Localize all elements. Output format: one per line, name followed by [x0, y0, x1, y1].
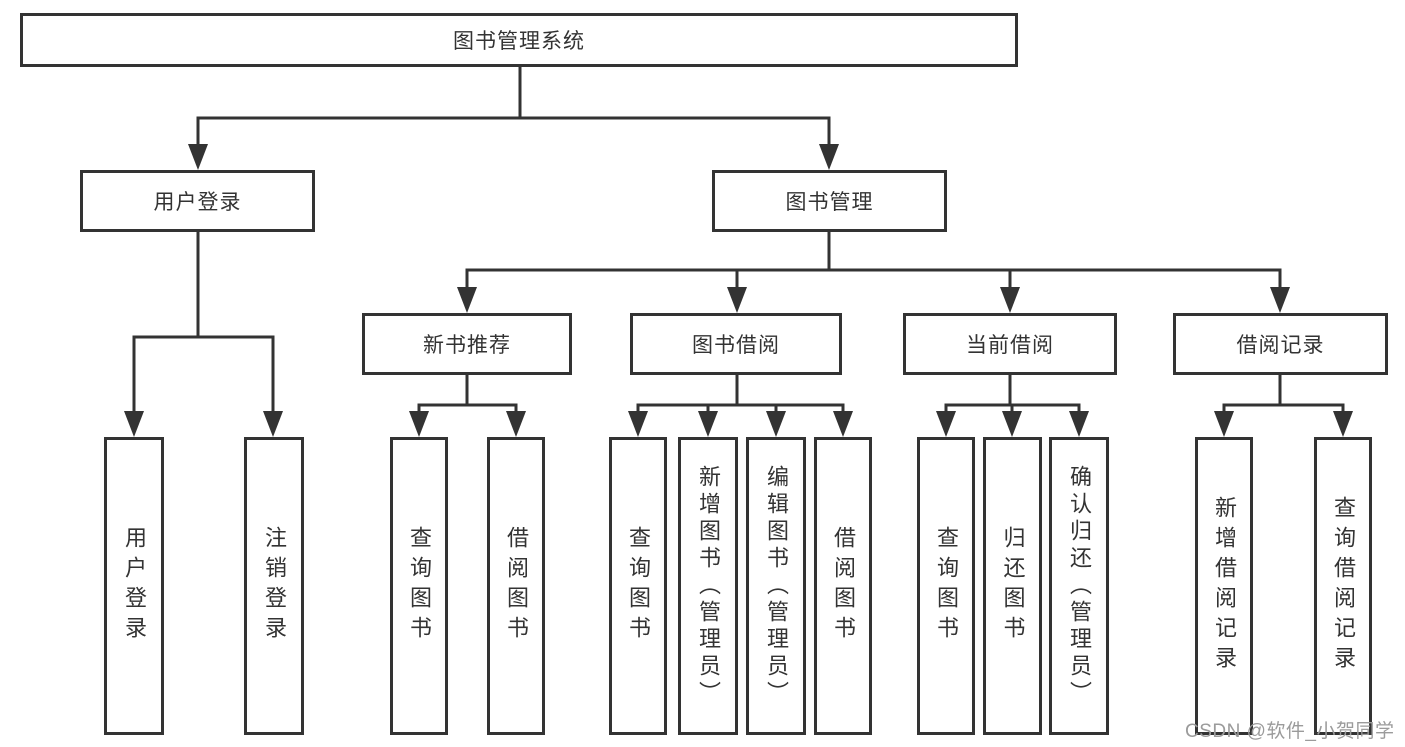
- leaf-logout: 注销登录: [244, 437, 304, 735]
- node-root-system: 图书管理系统: [20, 13, 1018, 67]
- connector-borrowing-records: [1222, 373, 1345, 415]
- leaf-query-books-borrowing: 查询图书: [609, 437, 667, 735]
- connector-new-book-recommend: [417, 373, 518, 415]
- leaf-borrow-books-recommend: 借阅图书: [487, 437, 545, 735]
- connector-book-borrowing: [636, 373, 845, 415]
- node-new-book-recommend: 新书推荐: [362, 313, 572, 375]
- leaf-borrow-books-borrowing: 借阅图书: [814, 437, 872, 735]
- leaf-return-books: 归还图书: [983, 437, 1042, 735]
- connector-current-borrowing: [944, 373, 1081, 415]
- watermark: CSDN @软件_小贺同学: [1185, 721, 1395, 742]
- connector-root: [196, 65, 831, 148]
- node-current-borrowing: 当前借阅: [903, 313, 1117, 375]
- node-user-login: 用户登录: [80, 170, 315, 232]
- leaf-user-login: 用户登录: [104, 437, 164, 735]
- connector-book-management: [465, 230, 1282, 291]
- node-book-management: 图书管理: [712, 170, 947, 232]
- leaf-query-books-recommend: 查询图书: [390, 437, 448, 735]
- connector-user-login: [132, 230, 275, 415]
- leaf-edit-books-admin: 编辑图书（管理员）: [746, 437, 806, 735]
- leaf-query-books-current: 查询图书: [917, 437, 975, 735]
- leaf-confirm-return-admin: 确认归还（管理员）: [1049, 437, 1109, 735]
- leaf-add-borrow-record: 新增借阅记录: [1195, 437, 1253, 735]
- leaf-add-books-admin: 新增图书（管理员）: [678, 437, 738, 735]
- node-borrowing-records: 借阅记录: [1173, 313, 1388, 375]
- node-book-borrowing: 图书借阅: [630, 313, 842, 375]
- leaf-query-borrow-record: 查询借阅记录: [1314, 437, 1372, 735]
